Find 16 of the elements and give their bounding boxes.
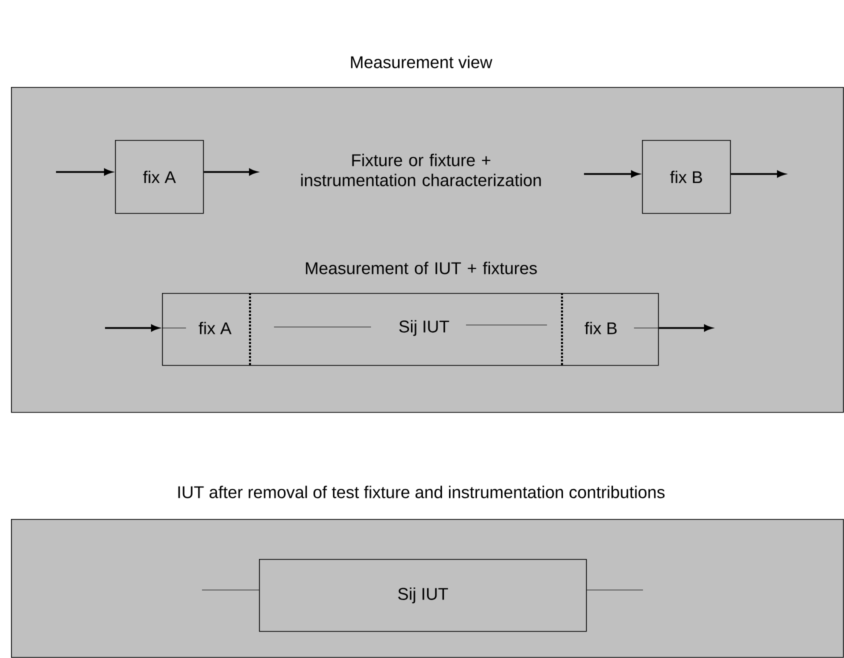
block-box: fix B — [642, 140, 731, 214]
arrow — [730, 170, 786, 178]
caption-text: Measurement of IUT + fixtures — [306, 262, 537, 274]
arrow — [204, 168, 258, 176]
block-label: fix B — [584, 322, 617, 334]
block-label: fix A — [198, 322, 232, 334]
arrow — [584, 170, 640, 178]
panel-heading: Measurement view — [351, 56, 492, 68]
arrow — [105, 324, 160, 332]
panel-heading: IUT after removal of test fixture and instrumentation contributions — [178, 486, 665, 498]
block-label: Sij IUT — [399, 320, 450, 336]
block-box: fix A — [115, 140, 204, 214]
caption-text: Fixture or fixture + instrumentation characterization — [301, 154, 541, 186]
block-box: Sij IUT — [259, 559, 587, 632]
arrow — [56, 168, 112, 176]
arrow — [658, 324, 712, 332]
